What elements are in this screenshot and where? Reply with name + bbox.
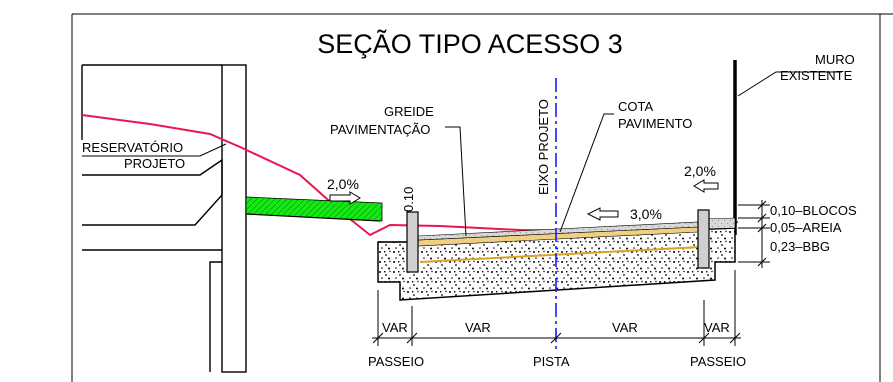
slope-arrow-center: [586, 207, 619, 221]
cota-label-line1: COTA: [618, 99, 653, 114]
slope-left-label: 2,0%: [327, 176, 359, 192]
slope-arrow-right: [693, 179, 719, 193]
slope-center-label: 3,0%: [630, 206, 662, 222]
slope-arrow-left: [329, 191, 361, 205]
muro-label-line2: EXISTENTE: [780, 68, 853, 83]
muro-label-line1: MURO: [815, 52, 855, 67]
dim-segment-4: VAR: [704, 320, 730, 335]
bottom-label-passeio-left: PASSEIO: [368, 354, 424, 369]
greide-leader: [445, 126, 467, 237]
cota-leader: [559, 113, 614, 233]
reservoir-leader: [82, 143, 227, 157]
bottom-label-pista: PISTA: [533, 354, 570, 369]
dimension-lines: [372, 270, 741, 346]
dim-segment-3: VAR: [612, 320, 638, 335]
bottom-label-passeio-right: PASSEIO: [690, 354, 746, 369]
reservoir-label-line1: RESERVATÓRIO: [82, 140, 183, 155]
cota-label-line2: PAVIMENTO: [618, 116, 692, 131]
greide-label-line1: GREIDE: [384, 104, 434, 119]
ground-line-left: [245, 213, 381, 222]
axis-label: EIXO PROJETO: [536, 99, 551, 195]
slope-right-label: 2,0%: [684, 163, 716, 179]
reservoir-label-line2: PROJETO: [124, 156, 185, 171]
layer-blocks-label: 0,10–BLOCOS: [770, 203, 857, 218]
greide-label-line2: PAVIMENTAÇÃO: [330, 122, 430, 137]
dim-segment-1: VAR: [382, 320, 408, 335]
drawing-title: SEÇÃO TIPO ACESSO 3: [317, 28, 623, 59]
curb-height-label: 0.10: [401, 187, 416, 212]
layer-callout-ticks: [738, 200, 770, 268]
reservoir-structure: [81, 64, 247, 373]
layer-bbg-label: 0,23–BBG: [770, 239, 830, 254]
dim-segment-2: VAR: [465, 320, 491, 335]
muro-leader: [737, 71, 842, 97]
layer-sand-label: 0,05–AREIA: [770, 220, 842, 235]
